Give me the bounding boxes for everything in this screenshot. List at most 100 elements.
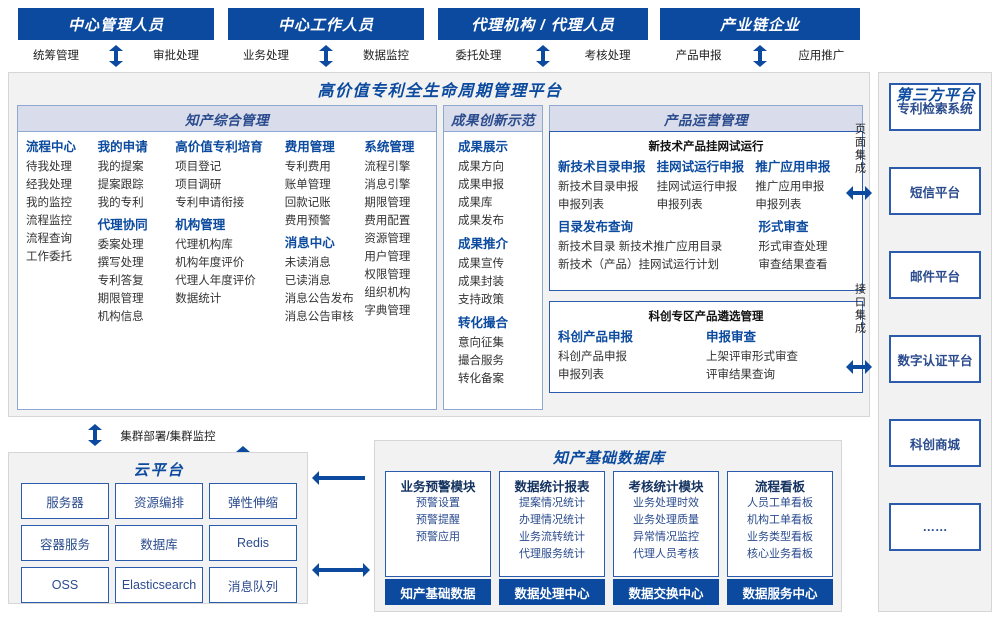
cloud-cell-6[interactable]: Redis — [209, 525, 297, 561]
third-party-box-5[interactable]: 科创商城 — [889, 419, 981, 467]
menu-item[interactable]: 专利答复 — [97, 275, 144, 287]
menu-item[interactable]: 数据统计 — [175, 293, 222, 305]
actor-bar-2[interactable]: 中心工作人员 — [228, 8, 424, 40]
db-item[interactable]: 代理人员考核 — [633, 548, 699, 560]
db-footer-4[interactable]: 数据服务中心 — [727, 579, 833, 605]
menu-item[interactable]: 评审结果查询 — [706, 369, 775, 381]
menu-item[interactable]: 期限管理 — [97, 293, 144, 305]
menu-item[interactable]: 意向征集 — [458, 337, 504, 349]
cloud-cell-1[interactable]: 服务器 — [21, 483, 109, 519]
db-item[interactable]: 办理情况统计 — [519, 514, 585, 526]
menu-item[interactable]: 撰写处理 — [97, 257, 144, 269]
menu-item[interactable]: 申报列表 — [755, 199, 802, 211]
menu-item[interactable]: 上架评审形式审查 — [706, 351, 798, 363]
cloud-cell-4[interactable]: 容器服务 — [21, 525, 109, 561]
db-item[interactable]: 预警提醒 — [416, 514, 460, 526]
menu-item[interactable]: 提案跟踪 — [97, 179, 144, 191]
db-item[interactable]: 业务处理时效 — [633, 497, 699, 509]
db-item[interactable]: 业务流转统计 — [519, 531, 585, 543]
menu-item[interactable]: 流程查询 — [26, 233, 72, 245]
menu-item[interactable]: 用户管理 — [364, 251, 411, 263]
menu-item[interactable]: 费用预警 — [284, 215, 331, 227]
db-item[interactable]: 提案情况统计 — [519, 497, 585, 509]
menu-item[interactable]: 新技术（产品）挂网试运行计划 — [558, 259, 719, 271]
menu-item[interactable]: 转化备案 — [458, 373, 504, 385]
menu-item[interactable]: 我的专利 — [97, 197, 144, 209]
db-item[interactable]: 业务类型看板 — [747, 531, 813, 543]
menu-item[interactable]: 权限管理 — [364, 269, 411, 281]
third-party-box-2[interactable]: 短信平台 — [889, 167, 981, 215]
db-item[interactable]: 预警应用 — [416, 531, 460, 543]
cloud-cell-8[interactable]: Elasticsearch — [115, 567, 203, 603]
menu-item[interactable]: 流程引擎 — [364, 161, 411, 173]
menu-item[interactable]: 账单管理 — [284, 179, 331, 191]
menu-item[interactable]: 组织机构 — [364, 287, 411, 299]
menu-item[interactable]: 专利费用 — [284, 161, 331, 173]
third-party-box-6[interactable]: …… — [889, 503, 981, 551]
menu-item[interactable]: 代理人年度评价 — [175, 275, 256, 287]
menu-item[interactable]: 我的监控 — [26, 197, 72, 209]
menu-item[interactable]: 形式审查处理 — [758, 241, 828, 253]
menu-item[interactable]: 经我处理 — [26, 179, 72, 191]
menu-item[interactable]: 工作委托 — [26, 251, 72, 263]
actor-bar-4[interactable]: 产业链企业 — [660, 8, 860, 40]
cloud-cell-5[interactable]: 数据库 — [115, 525, 203, 561]
menu-item[interactable]: 专利申请衔接 — [175, 197, 245, 209]
db-item[interactable]: 异常情况监控 — [633, 531, 699, 543]
menu-item[interactable]: 成果申报 — [458, 179, 504, 191]
menu-item[interactable]: 挂网试运行申报 — [656, 181, 738, 193]
menu-item[interactable]: 字典管理 — [364, 305, 411, 317]
menu-item[interactable]: 项目调研 — [175, 179, 222, 191]
menu-item[interactable]: 消息公告审核 — [284, 311, 354, 323]
menu-item[interactable]: 申报列表 — [558, 369, 604, 381]
menu-item[interactable]: 成果宣传 — [458, 258, 504, 270]
menu-item[interactable]: 新技术目录 新技术推广应用目录 — [558, 241, 723, 253]
db-item[interactable]: 预警设置 — [416, 497, 460, 509]
menu-item[interactable]: 成果发布 — [458, 215, 504, 227]
menu-item[interactable]: 流程监控 — [26, 215, 72, 227]
actor-bar-3[interactable]: 代理机构 / 代理人员 — [438, 8, 648, 40]
menu-item[interactable]: 机构年度评价 — [175, 257, 245, 269]
db-footer-2[interactable]: 数据处理中心 — [499, 579, 605, 605]
menu-item[interactable]: 成果方向 — [458, 161, 504, 173]
db-item[interactable]: 核心业务看板 — [747, 548, 813, 560]
cloud-cell-9[interactable]: 消息队列 — [209, 567, 297, 603]
menu-item[interactable]: 资源管理 — [364, 233, 411, 245]
menu-item[interactable]: 机构信息 — [97, 311, 144, 323]
menu-item[interactable]: 未读消息 — [284, 257, 331, 269]
menu-item[interactable]: 申报列表 — [558, 199, 604, 211]
menu-item[interactable]: 委案处理 — [97, 239, 144, 251]
menu-item[interactable]: 消息引擎 — [364, 179, 411, 191]
menu-item[interactable]: 支持政策 — [458, 294, 504, 306]
db-item[interactable]: 业务处理质量 — [633, 514, 699, 526]
db-item[interactable]: 代理服务统计 — [519, 548, 585, 560]
menu-item[interactable]: 科创产品申报 — [558, 351, 627, 363]
cloud-cell-7[interactable]: OSS — [21, 567, 109, 603]
menu-item[interactable]: 我的提案 — [97, 161, 144, 173]
cloud-cell-3[interactable]: 弹性伸缩 — [209, 483, 297, 519]
db-footer-3[interactable]: 数据交换中心 — [613, 579, 719, 605]
menu-item[interactable]: 代理机构库 — [175, 239, 233, 251]
db-item[interactable]: 机构工单看板 — [747, 514, 813, 526]
menu-item[interactable]: 待我处理 — [26, 161, 72, 173]
menu-item[interactable]: 审查结果查看 — [758, 259, 828, 271]
menu-item[interactable]: 项目登记 — [175, 161, 222, 173]
third-party-box-1[interactable]: 专利检索系统 — [889, 83, 981, 131]
menu-item[interactable]: 成果封装 — [458, 276, 504, 288]
menu-item[interactable]: 期限管理 — [364, 197, 411, 209]
third-party-box-4[interactable]: 数字认证平台 — [889, 335, 981, 383]
cloud-cell-2[interactable]: 资源编排 — [115, 483, 203, 519]
third-party-box-3[interactable]: 邮件平台 — [889, 251, 981, 299]
menu-item[interactable]: 推广应用申报 — [755, 181, 825, 193]
menu-item[interactable]: 成果库 — [458, 197, 493, 209]
menu-item[interactable]: 已读消息 — [284, 275, 331, 287]
actor-bar-1[interactable]: 中心管理人员 — [18, 8, 214, 40]
db-footer-1[interactable]: 知产基础数据 — [385, 579, 491, 605]
menu-item[interactable]: 新技术目录申报 — [558, 181, 639, 193]
menu-item[interactable]: 费用配置 — [364, 215, 411, 227]
menu-item[interactable]: 消息公告发布 — [284, 293, 354, 305]
menu-item[interactable]: 申报列表 — [656, 199, 703, 211]
db-item[interactable]: 人员工单看板 — [747, 497, 813, 509]
menu-item[interactable]: 撮合服务 — [458, 355, 504, 367]
menu-item[interactable]: 回款记账 — [284, 197, 331, 209]
